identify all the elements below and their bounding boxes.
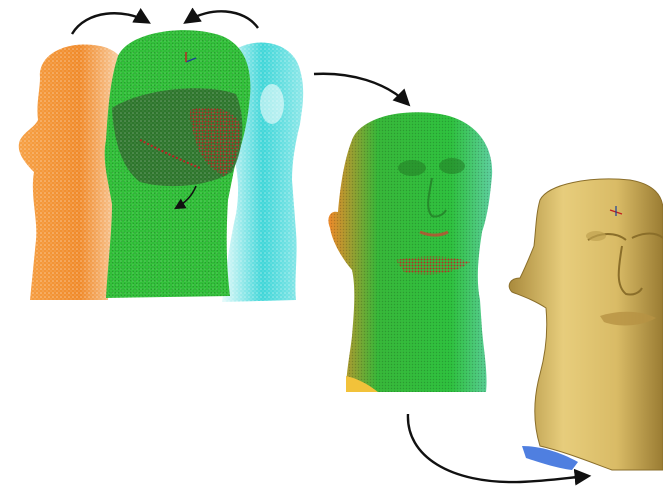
curved-arrow-icon (314, 74, 408, 104)
curved-arrow-icon (186, 11, 258, 28)
overlap-face-scan (112, 88, 242, 186)
stage-aligned-scans (19, 11, 303, 302)
stage-surface-mesh (509, 179, 663, 470)
stage-merged-point-cloud (328, 112, 492, 392)
curved-arrow-icon (72, 13, 148, 34)
